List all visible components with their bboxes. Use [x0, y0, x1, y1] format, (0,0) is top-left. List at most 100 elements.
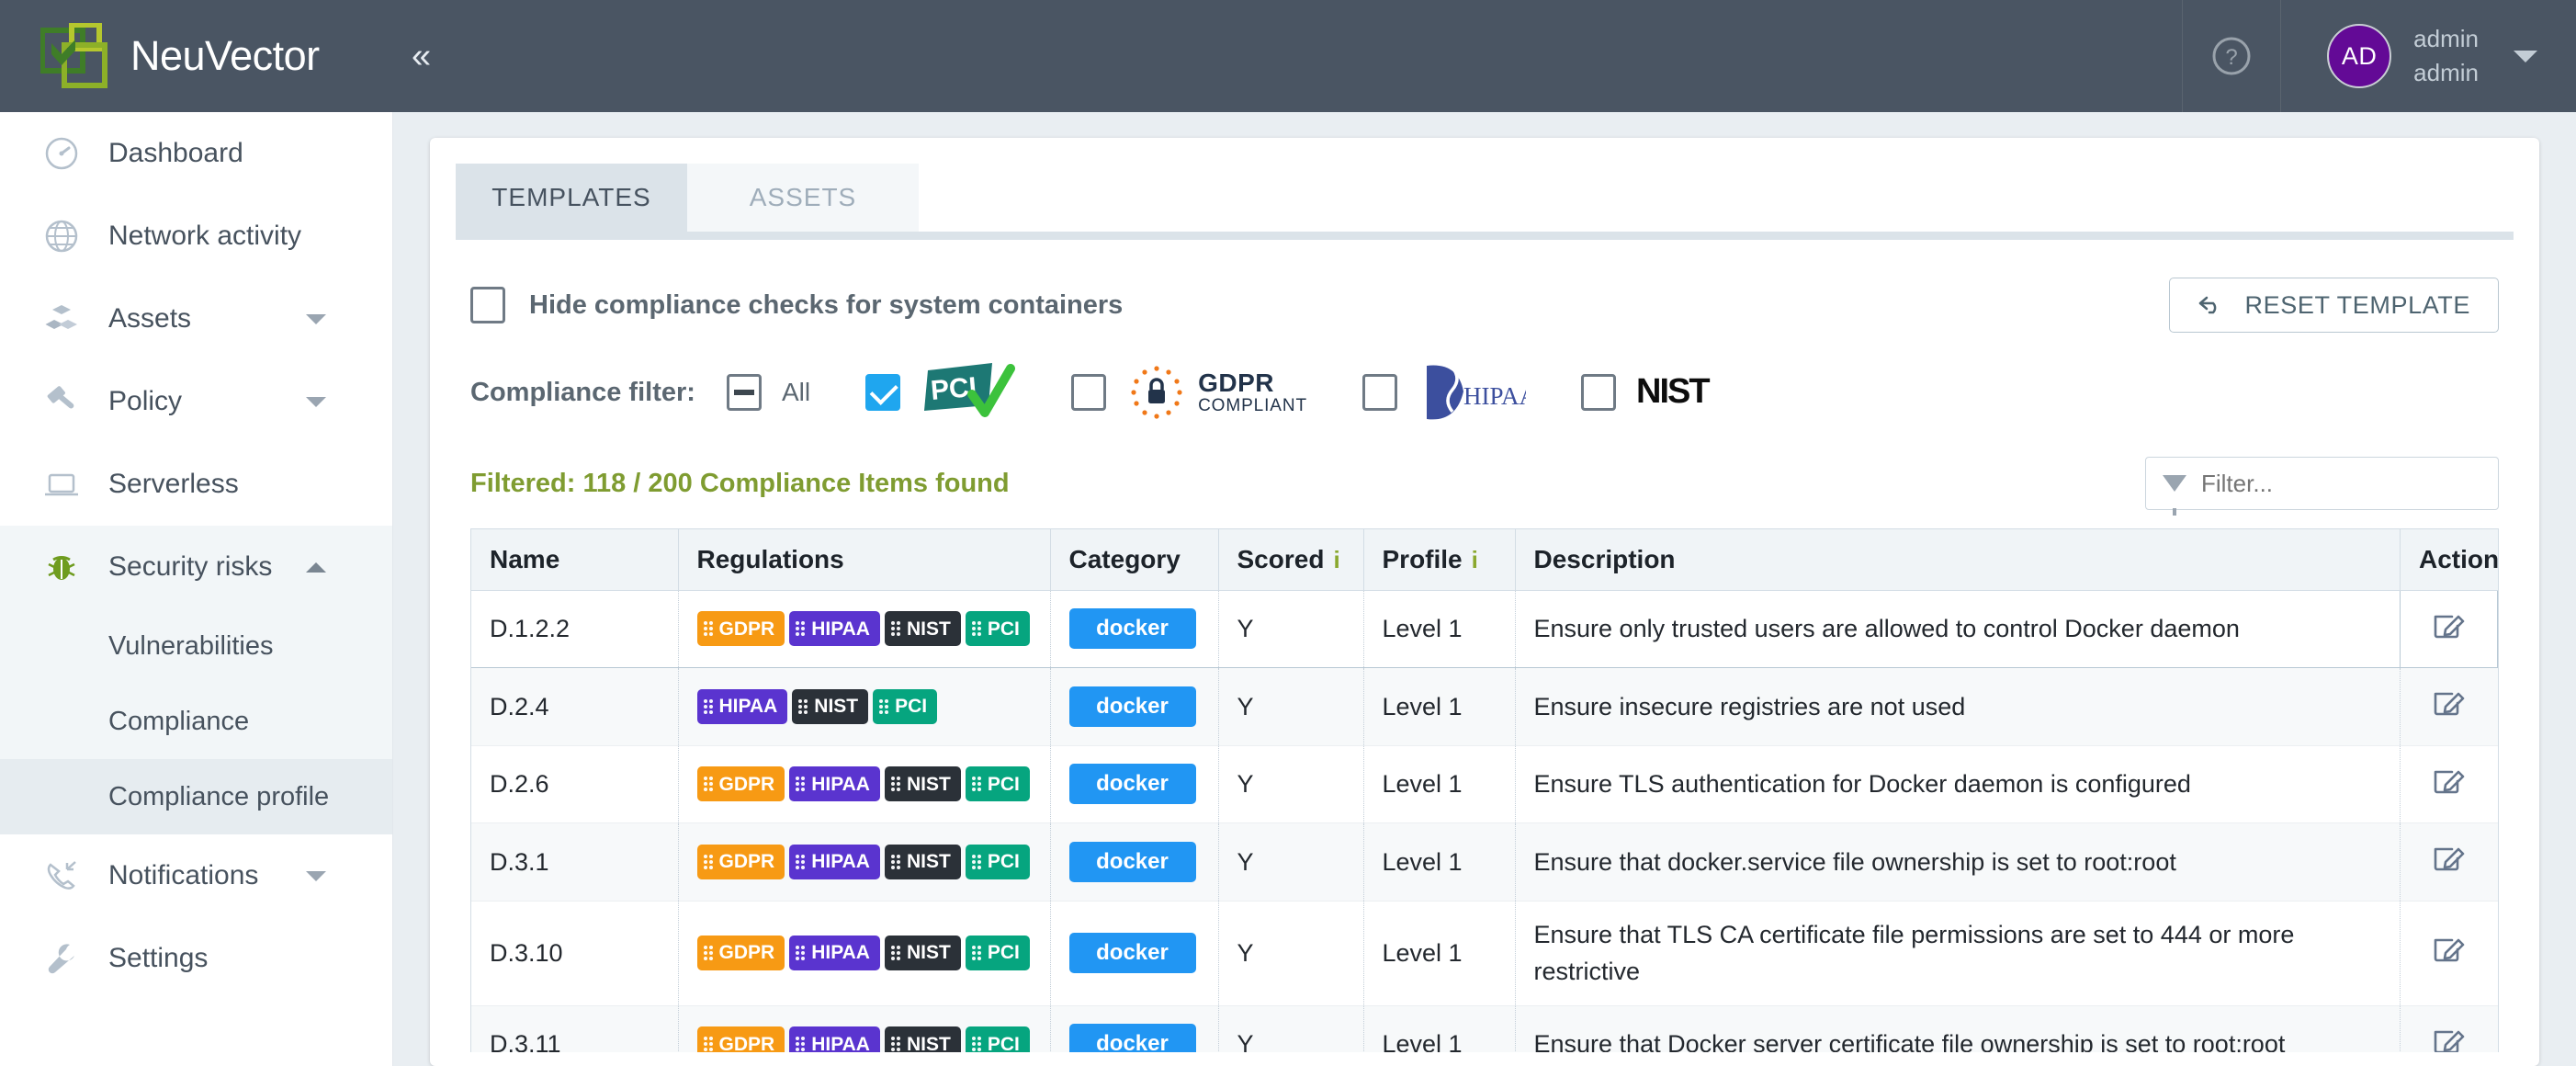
user-menu[interactable]: AD admin admin	[2281, 0, 2576, 112]
edit-pencil-icon[interactable]	[2429, 683, 2469, 721]
drag-handle-icon[interactable]	[703, 1037, 713, 1052]
regulation-badge-gdpr[interactable]: GDPR	[696, 936, 785, 970]
regulation-badge-pci[interactable]: PCI	[965, 766, 1030, 802]
regulation-badge-nist[interactable]: NIST	[884, 766, 961, 802]
sidebar-item-compliance[interactable]: Compliance	[0, 684, 392, 759]
info-icon[interactable]: i	[1471, 545, 1478, 573]
sidebar-item-dashboard[interactable]: Dashboard	[0, 112, 392, 195]
regulation-badge-hipaa[interactable]: HIPAA	[696, 688, 788, 724]
category-pill[interactable]: docker	[1068, 1024, 1196, 1052]
filter-option-nist[interactable]: NIST	[1581, 371, 1752, 414]
brand[interactable]: NeuVector	[0, 0, 395, 112]
regulation-badge-hipaa[interactable]: HIPAA	[789, 844, 880, 879]
hide-system-checkbox[interactable]	[470, 287, 505, 323]
regulation-badge-hipaa[interactable]: HIPAA	[789, 1026, 880, 1052]
tab-templates[interactable]: TEMPLATES	[456, 164, 687, 232]
filter-option-all[interactable]: All	[726, 374, 810, 411]
chevron-down-icon[interactable]	[2514, 50, 2537, 62]
regulation-badge-pci[interactable]: PCI	[873, 688, 938, 724]
regulation-badge-nist[interactable]: NIST	[884, 936, 961, 970]
edit-pencil-icon[interactable]	[2429, 606, 2469, 644]
category-pill[interactable]: docker	[1068, 686, 1196, 727]
category-pill[interactable]: docker	[1068, 608, 1196, 650]
drag-handle-icon[interactable]	[703, 854, 713, 869]
drag-handle-icon[interactable]	[703, 698, 713, 714]
filter-option-gdpr[interactable]: GDPR COMPLIANT	[1071, 362, 1307, 423]
regulation-badge-nist[interactable]: NIST	[884, 611, 961, 647]
drag-handle-icon[interactable]	[971, 621, 981, 637]
filter-gdpr-checkbox[interactable]	[1071, 374, 1107, 411]
drag-handle-icon[interactable]	[796, 1037, 806, 1052]
drag-handle-icon[interactable]	[971, 854, 981, 869]
table-filter-input[interactable]	[2201, 469, 2481, 498]
category-pill[interactable]: docker	[1068, 841, 1196, 882]
edit-pencil-icon[interactable]	[2429, 929, 2469, 968]
drag-handle-icon[interactable]	[890, 946, 900, 960]
filter-nist-checkbox[interactable]	[1581, 374, 1617, 411]
regulation-badge-pci[interactable]: PCI	[965, 936, 1030, 970]
drag-handle-icon[interactable]	[796, 777, 806, 792]
regulation-badge-hipaa[interactable]: HIPAA	[789, 611, 880, 647]
filter-all-checkbox[interactable]	[726, 374, 762, 411]
drag-handle-icon[interactable]	[890, 854, 900, 869]
filter-pci-checkbox[interactable]	[865, 374, 901, 411]
drag-handle-icon[interactable]	[890, 621, 900, 637]
regulation-badge-nist[interactable]: NIST	[884, 1026, 961, 1052]
column-header-description[interactable]: Description	[1515, 529, 2401, 591]
drag-handle-icon[interactable]	[703, 946, 713, 960]
sidebar-item-vulnerabilities[interactable]: Vulnerabilities	[0, 608, 392, 684]
drag-handle-icon[interactable]	[971, 1037, 981, 1052]
drag-handle-icon[interactable]	[796, 946, 806, 960]
regulation-badge-hipaa[interactable]: HIPAA	[789, 766, 880, 802]
reset-template-button[interactable]: RESET TEMPLATE	[2168, 278, 2499, 333]
help-button[interactable]: ?	[2182, 0, 2282, 112]
tab-assets[interactable]: ASSETS	[687, 164, 919, 232]
regulation-badge-gdpr[interactable]: GDPR	[696, 844, 785, 879]
table-filter-field[interactable]	[2145, 457, 2499, 516]
sidebar-item-assets[interactable]: Assets	[0, 278, 392, 360]
sidebar-item-notifications[interactable]: Notifications	[0, 834, 392, 917]
regulation-badge-gdpr[interactable]: GDPR	[696, 1026, 785, 1052]
drag-handle-icon[interactable]	[890, 777, 900, 792]
chevron-down-icon[interactable]	[306, 396, 326, 407]
column-header-category[interactable]: Category	[1050, 529, 1219, 591]
column-header-name[interactable]: Name	[471, 529, 679, 591]
sidebar-item-settings[interactable]: Settings	[0, 917, 392, 1000]
sidebar-item-security-risks[interactable]: Security risks	[0, 526, 392, 608]
drag-handle-icon[interactable]	[890, 1037, 900, 1052]
drag-handle-icon[interactable]	[796, 621, 806, 637]
filter-hipaa-checkbox[interactable]	[1362, 374, 1398, 411]
chevron-up-icon[interactable]	[306, 561, 326, 573]
sidebar-item-network-activity[interactable]: Network activity	[0, 195, 392, 278]
sidebar-item-serverless[interactable]: Serverless	[0, 443, 392, 526]
regulation-badge-nist[interactable]: NIST	[884, 844, 961, 879]
info-icon[interactable]: i	[1333, 545, 1340, 573]
edit-pencil-icon[interactable]	[2429, 838, 2469, 877]
chevron-down-icon[interactable]	[306, 313, 326, 324]
regulation-badge-gdpr[interactable]: GDPR	[696, 766, 785, 802]
column-header-regulations[interactable]: Regulations	[678, 529, 1051, 591]
drag-handle-icon[interactable]	[703, 621, 713, 637]
edit-pencil-icon[interactable]	[2429, 761, 2469, 800]
chevron-down-icon[interactable]	[306, 870, 326, 881]
drag-handle-icon[interactable]	[879, 698, 889, 714]
filter-option-hipaa[interactable]: HIPAA	[1362, 360, 1526, 425]
regulation-badge-pci[interactable]: PCI	[965, 844, 1030, 879]
edit-pencil-icon[interactable]	[2429, 1021, 2469, 1052]
drag-handle-icon[interactable]	[703, 777, 713, 792]
drag-handle-icon[interactable]	[971, 946, 981, 960]
regulation-badge-gdpr[interactable]: GDPR	[696, 611, 785, 647]
sidebar-item-compliance-profile[interactable]: Compliance profile	[0, 759, 392, 834]
drag-handle-icon[interactable]	[796, 854, 806, 869]
regulation-badge-hipaa[interactable]: HIPAA	[789, 936, 880, 970]
category-pill[interactable]: docker	[1068, 764, 1196, 805]
regulation-badge-pci[interactable]: PCI	[965, 1026, 1030, 1052]
